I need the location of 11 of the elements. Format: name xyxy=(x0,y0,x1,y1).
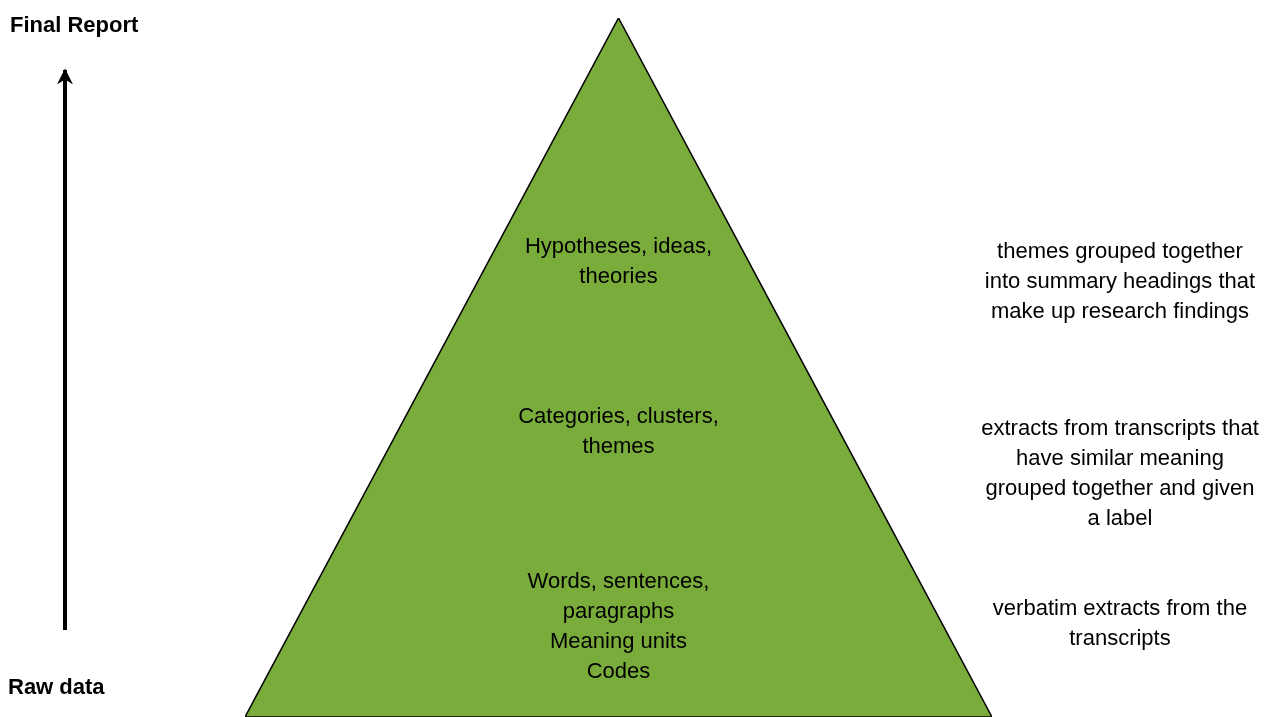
level-text: Categories, clusters, themes xyxy=(517,402,720,460)
axis-end-label: Raw data xyxy=(8,674,105,700)
level-description: extracts from transcripts that have similar meaning grouped together and given a label xyxy=(980,414,1260,532)
level-description: themes grouped together into summary headings that make up research findings xyxy=(983,237,1257,325)
level-text: Hypotheses, ideas, theories xyxy=(523,232,714,290)
level-description: verbatim extracts from the transcripts xyxy=(991,594,1249,652)
arrow xyxy=(57,68,73,630)
level-text: Words, sentences, paragraphs xyxy=(526,567,711,625)
level-text: Meaning units xyxy=(549,627,688,655)
axis-end-label: Final Report xyxy=(10,12,139,38)
level-text: Codes xyxy=(585,657,652,685)
